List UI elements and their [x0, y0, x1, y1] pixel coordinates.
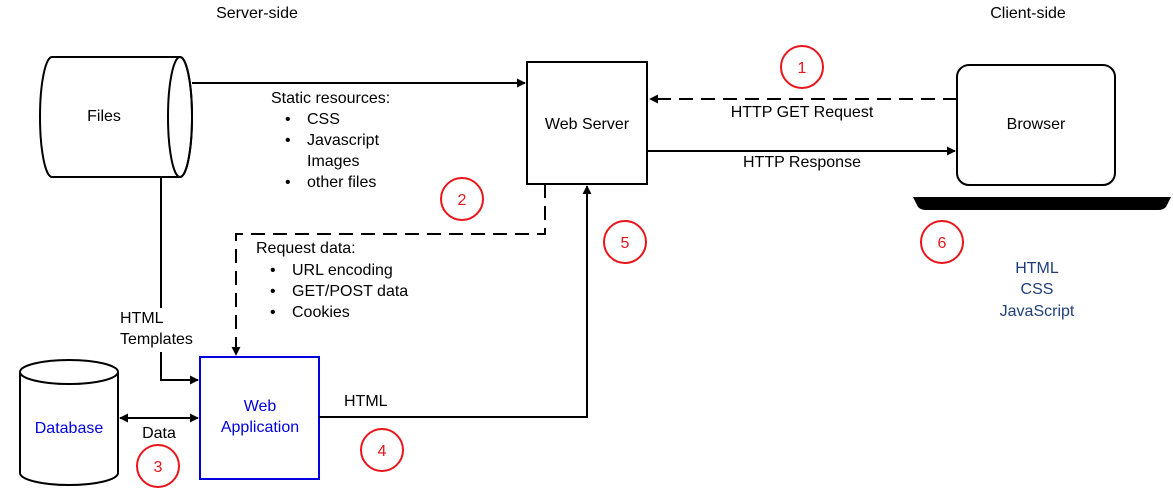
bullet: •	[285, 111, 291, 128]
request-data-title: Request data:	[256, 240, 356, 257]
html-templates-label-line1: HTML	[120, 310, 164, 327]
http-response-label: HTTP Response	[743, 154, 861, 171]
step-1-marker: 1	[780, 45, 824, 89]
request-data-list: Request data: • URL encoding • GET/POST …	[256, 240, 408, 321]
database-cylinder: Database	[19, 359, 119, 486]
step-number: 2	[458, 192, 467, 209]
step-number: 4	[378, 443, 387, 460]
step-number: 3	[154, 459, 163, 476]
step-number: 5	[621, 235, 630, 252]
bullet: •	[270, 283, 276, 300]
request-data-item: Cookies	[292, 304, 350, 321]
html-templates-label-line2: Templates	[120, 331, 193, 348]
step-number: 1	[798, 60, 807, 77]
static-resources-title: Static resources:	[271, 90, 390, 107]
step-3-marker: 3	[136, 444, 180, 488]
browser-label: Browser	[1007, 116, 1066, 133]
http-get-label: HTTP GET Request	[731, 104, 874, 121]
web-application-label-line2: Application	[221, 419, 299, 436]
html-label: HTML	[344, 393, 388, 410]
templates-arrow	[160, 177, 199, 385]
step-6-marker: 6	[920, 220, 964, 264]
request-data-item: GET/POST data	[292, 283, 408, 300]
client-tech-css: CSS	[1021, 281, 1054, 298]
web-application-label-line1: Web	[244, 398, 277, 415]
static-resource-item: Images	[307, 153, 359, 170]
data-label: Data	[142, 425, 176, 442]
web-server-label: Web Server	[545, 116, 630, 133]
step-2-marker: 2	[440, 177, 484, 221]
bullet: •	[270, 262, 276, 279]
static-resources-list: Static resources: • CSS • Javascript Ima…	[271, 90, 390, 191]
request-data-arrow	[231, 184, 546, 356]
bullet: •	[285, 174, 291, 191]
html-to-server-arrow	[319, 185, 592, 418]
templates-label-bg	[118, 308, 202, 352]
static-resource-item: Javascript	[307, 132, 380, 149]
step-4-marker: 4	[360, 428, 404, 472]
server-side-heading: Server-side	[216, 5, 298, 22]
web-server-box: Web Server	[526, 61, 648, 185]
request-data-item: URL encoding	[292, 262, 393, 279]
static-resource-item: other files	[307, 174, 376, 191]
database-label: Database	[35, 420, 104, 437]
web-application-box: Web Application	[199, 356, 320, 480]
files-label: Files	[87, 108, 121, 125]
step-5-marker: 5	[603, 220, 647, 264]
browser-laptop: Browser	[913, 64, 1171, 210]
client-tech-html: HTML	[1015, 260, 1059, 277]
client-side-heading: Client-side	[990, 5, 1066, 22]
static-resource-item: CSS	[307, 111, 340, 128]
step-number: 6	[938, 235, 947, 252]
bullet: •	[270, 304, 276, 321]
files-storage: Files	[39, 56, 193, 178]
client-tech-javascript: JavaScript	[1000, 303, 1075, 320]
bullet: •	[285, 132, 291, 149]
laptop-base	[913, 197, 1171, 210]
